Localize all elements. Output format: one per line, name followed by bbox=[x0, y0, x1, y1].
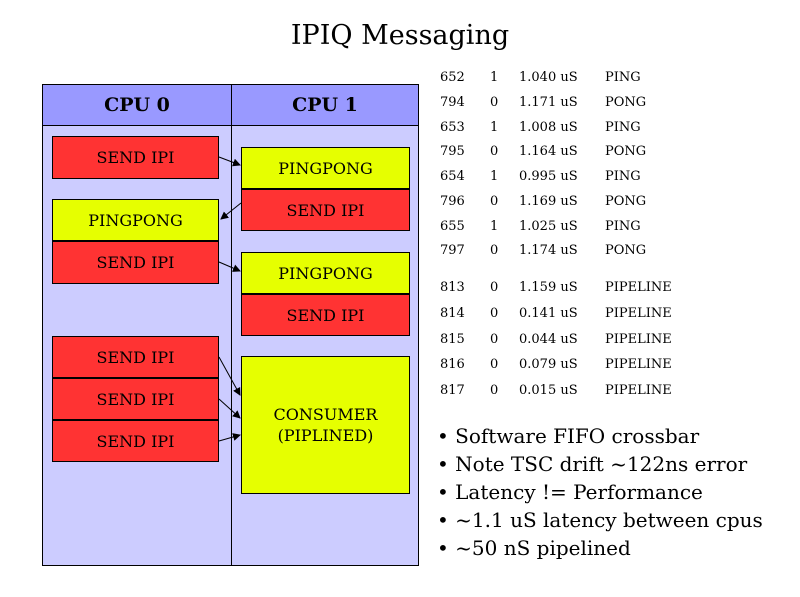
bullet-item: • ~50 nS pipelined bbox=[437, 536, 631, 560]
bullet-item: • Latency != Performance bbox=[437, 480, 703, 504]
log-seq: 814 bbox=[440, 306, 465, 321]
log-seq: 795 bbox=[440, 144, 465, 159]
arrow-send-to-pingpong bbox=[218, 156, 241, 167]
arrow-send-to-consumer bbox=[218, 433, 241, 442]
log-latency: 1.159 uS bbox=[519, 280, 578, 295]
cpu0-send-ipi-box: SEND IPI bbox=[52, 336, 219, 378]
log-seq: 794 bbox=[440, 95, 465, 110]
log-cpu: 0 bbox=[490, 280, 499, 295]
log-seq: 654 bbox=[440, 169, 465, 184]
cpu1-send-ipi-box: SEND IPI bbox=[241, 189, 410, 231]
log-latency: 1.174 uS bbox=[519, 243, 578, 258]
cpu1-send-ipi-box: SEND IPI bbox=[241, 294, 410, 336]
log-type: PIPELINE bbox=[605, 332, 672, 347]
log-seq: 816 bbox=[440, 357, 465, 372]
bullet-item: • Software FIFO crossbar bbox=[437, 424, 700, 448]
cpu0-header: CPU 0 bbox=[42, 84, 232, 126]
log-type: PING bbox=[605, 219, 641, 234]
log-seq: 817 bbox=[440, 383, 465, 398]
log-latency: 0.995 uS bbox=[519, 169, 578, 184]
log-latency: 1.169 uS bbox=[519, 194, 578, 209]
log-cpu: 0 bbox=[490, 194, 499, 209]
arrow-send-to-pingpong bbox=[220, 202, 242, 220]
cpu1-consumer-box: CONSUMER (PIPLINED) bbox=[241, 356, 410, 494]
log-cpu: 1 bbox=[490, 120, 499, 135]
log-cpu: 0 bbox=[490, 306, 499, 321]
cpu1-pingpong-box: PINGPONG bbox=[241, 147, 410, 189]
log-type: PONG bbox=[605, 243, 647, 258]
log-type: PIPELINE bbox=[605, 306, 672, 321]
log-cpu: 1 bbox=[490, 219, 499, 234]
bullet-list: • Software FIFO crossbar • Note TSC drif… bbox=[437, 422, 763, 562]
log-latency: 0.015 uS bbox=[519, 383, 578, 398]
log-seq: 813 bbox=[440, 280, 465, 295]
log-latency: 1.008 uS bbox=[519, 120, 578, 135]
log-latency: 0.141 uS bbox=[519, 306, 578, 321]
log-type: PONG bbox=[605, 144, 647, 159]
log-cpu: 1 bbox=[490, 169, 499, 184]
log-cpu: 0 bbox=[490, 332, 499, 347]
arrow-send-to-consumer bbox=[218, 398, 241, 419]
log-type: PONG bbox=[605, 95, 647, 110]
log-seq: 797 bbox=[440, 243, 465, 258]
slide-title: IPIQ Messaging bbox=[290, 20, 510, 51]
log-cpu: 0 bbox=[490, 357, 499, 372]
cpu0-send-ipi-box: SEND IPI bbox=[52, 241, 219, 284]
arrow-send-to-consumer bbox=[218, 356, 241, 396]
log-cpu: 0 bbox=[490, 144, 499, 159]
log-cpu: 0 bbox=[490, 95, 499, 110]
log-type: PIPELINE bbox=[605, 383, 672, 398]
log-seq: 655 bbox=[440, 219, 465, 234]
log-type: PING bbox=[605, 169, 641, 184]
log-latency: 1.171 uS bbox=[519, 95, 578, 110]
log-latency: 0.044 uS bbox=[519, 332, 578, 347]
log-seq: 796 bbox=[440, 194, 465, 209]
log-seq: 652 bbox=[440, 70, 465, 85]
log-cpu: 0 bbox=[490, 243, 499, 258]
bullet-item: • Note TSC drift ~122ns error bbox=[437, 452, 748, 476]
log-type: PONG bbox=[605, 194, 647, 209]
cpu0-pingpong-box: PINGPONG bbox=[52, 199, 219, 241]
log-latency: 1.164 uS bbox=[519, 144, 578, 159]
arrow-send-to-pingpong bbox=[218, 261, 241, 272]
log-seq: 653 bbox=[440, 120, 465, 135]
cpu1-pingpong-box: PINGPONG bbox=[241, 252, 410, 294]
log-type: PING bbox=[605, 70, 641, 85]
cpu0-send-ipi-box: SEND IPI bbox=[52, 136, 219, 179]
log-cpu: 1 bbox=[490, 70, 499, 85]
log-cpu: 0 bbox=[490, 383, 499, 398]
cpu0-send-ipi-box: SEND IPI bbox=[52, 378, 219, 420]
bullet-item: • ~1.1 uS latency between cpus bbox=[437, 508, 763, 532]
log-type: PING bbox=[605, 120, 641, 135]
log-latency: 1.025 uS bbox=[519, 219, 578, 234]
log-latency: 0.079 uS bbox=[519, 357, 578, 372]
log-type: PIPELINE bbox=[605, 280, 672, 295]
cpu-column-divider bbox=[231, 84, 232, 566]
cpu0-send-ipi-box: SEND IPI bbox=[52, 420, 219, 462]
log-latency: 1.040 uS bbox=[519, 70, 578, 85]
log-type: PIPELINE bbox=[605, 357, 672, 372]
log-seq: 815 bbox=[440, 332, 465, 347]
